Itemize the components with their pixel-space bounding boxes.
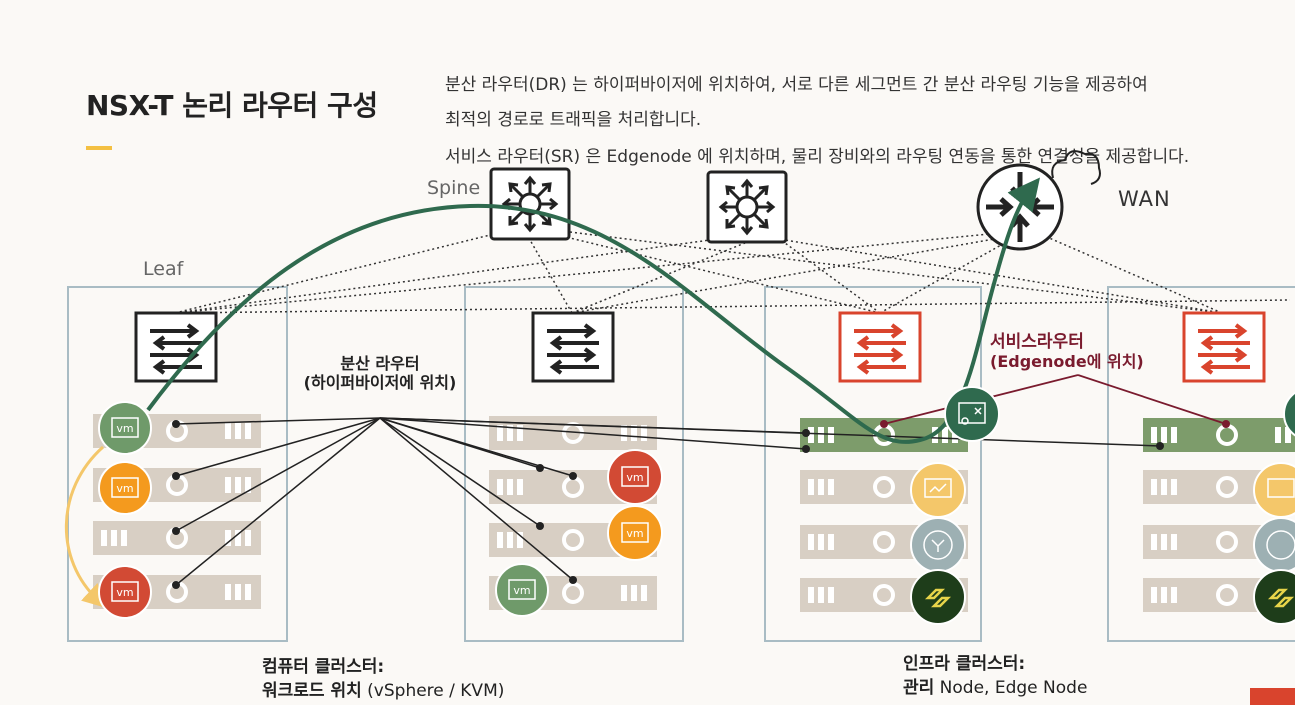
vsphere-icon [910, 569, 966, 625]
compute-cluster-line2-rest: (vSphere / KVM) [361, 681, 505, 701]
leaf-switch-icon [531, 311, 615, 383]
spine-switch-icon [489, 167, 571, 241]
network-icon [910, 517, 966, 573]
corner-accent [1250, 688, 1295, 705]
network-icon [1253, 517, 1295, 573]
vm-icon: vm [607, 505, 663, 561]
traffic-path [146, 177, 1040, 444]
description-line-1: 분산 라우터(DR) 는 하이퍼바이저에 위치하여, 서로 다른 세그먼트 간 … [445, 75, 1148, 95]
vm-label: vm [116, 482, 133, 495]
vsphere-icon [1253, 569, 1295, 625]
vm-label: vm [626, 471, 643, 484]
spine-leaf-links [174, 231, 1291, 314]
dr-label-line1: 분산 라우터 [340, 354, 420, 373]
vmotion-arrow [64, 445, 107, 609]
edge-service-icon [944, 386, 1000, 442]
vm-icon: vm [98, 565, 152, 619]
infra-cluster-line1: 인프라 클러스터: [903, 654, 1026, 674]
dr-connection-lines [175, 417, 1161, 586]
sr-label-line1: 서비스라우터 [990, 332, 1084, 352]
vm-icon: vm [607, 449, 663, 505]
vm-icon: vm [98, 401, 152, 455]
infra-cluster-line2-rest: Node, Edge Node [934, 678, 1088, 698]
edge-server [1141, 416, 1295, 454]
infra-cluster-label: 인프라 클러스터: 관리 Node, Edge Node [903, 652, 1087, 700]
compute-cluster-line1: 컴퓨터 클러스터: [262, 657, 385, 677]
rack-compute-2 [464, 286, 684, 642]
rack-infra-1 [764, 286, 982, 642]
dr-label-line2: (하이퍼바이저에 위치) [303, 373, 457, 392]
sr-label-line2: (Edgenode에 위치) [990, 352, 1144, 371]
leaf-label: Leaf [143, 258, 184, 280]
rack-infra-2 [1107, 286, 1295, 642]
cloud-icon [1051, 150, 1101, 185]
rack-compute-1 [67, 286, 288, 642]
vm-label: vm [116, 422, 133, 435]
spine-label: Spine [427, 177, 481, 199]
wan-label: WAN [1118, 187, 1171, 211]
leaf-switch-icon [838, 311, 922, 383]
leaf-switch-icon [1182, 311, 1266, 383]
dr-connection-dots [172, 420, 1164, 589]
leaf-switch-icon [134, 311, 218, 383]
vm-label: vm [626, 527, 643, 540]
compute-cluster-label: 컴퓨터 클러스터: 워크로드 위치 (vSphere / KVM) [262, 655, 504, 703]
slide-title: NSX-T 논리 라우터 구성 [86, 89, 378, 122]
server [91, 519, 263, 557]
infra-cluster-line2-bold: 관리 [903, 678, 935, 698]
vm-icon: vm [495, 563, 549, 617]
management-icon [910, 462, 966, 518]
service-router-label: 서비스라우터 (Edgenode에 위치) [990, 332, 1144, 372]
vm-icon: vm [98, 461, 152, 515]
description-line-2: 최적의 경로로 트래픽을 처리합니다. [445, 110, 702, 130]
distributed-router-label: 분산 라우터 (하이퍼바이저에 위치) [280, 354, 480, 392]
title-accent-bar [86, 146, 112, 150]
description-line-3: 서비스 라우터(SR) 은 Edgenode 에 위치하며, 물리 장비와의 라… [445, 147, 1190, 167]
spine-switch-icon [706, 170, 788, 244]
sr-connection-lines [883, 374, 1227, 425]
server [487, 414, 659, 452]
vm-label: vm [513, 584, 530, 597]
vm-label: vm [116, 586, 133, 599]
compute-cluster-line2-bold: 워크로드 위치 [262, 681, 362, 701]
edge-service-icon [1283, 391, 1295, 437]
